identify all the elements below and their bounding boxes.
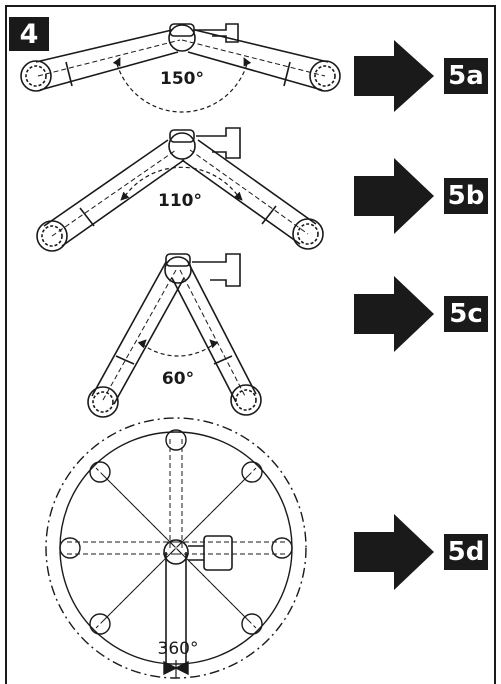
panel-border bbox=[5, 5, 496, 684]
next-step-badge-5d: 5d bbox=[444, 534, 488, 570]
angle-label-60: 60° bbox=[162, 369, 194, 389]
step-number-badge: 4 bbox=[9, 17, 49, 51]
arm-diagram-60 bbox=[87, 253, 262, 418]
rotation-diagram-360 bbox=[45, 417, 307, 679]
next-step-badge-5c: 5c bbox=[444, 296, 488, 332]
angle-label-360: 360° bbox=[158, 639, 199, 659]
angle-label-150: 150° bbox=[160, 69, 204, 89]
next-step-badge-5a: 5a bbox=[444, 58, 488, 94]
arrow-right-icon bbox=[354, 158, 434, 234]
angle-label-110: 110° bbox=[158, 191, 202, 211]
next-step-badge-5b: 5b bbox=[444, 178, 488, 214]
arm-diagram-110 bbox=[36, 127, 324, 252]
arrow-right-icon bbox=[354, 514, 434, 590]
arrow-right-icon bbox=[354, 40, 434, 112]
arrow-right-icon bbox=[354, 276, 434, 352]
arm-diagram-150 bbox=[20, 23, 341, 113]
